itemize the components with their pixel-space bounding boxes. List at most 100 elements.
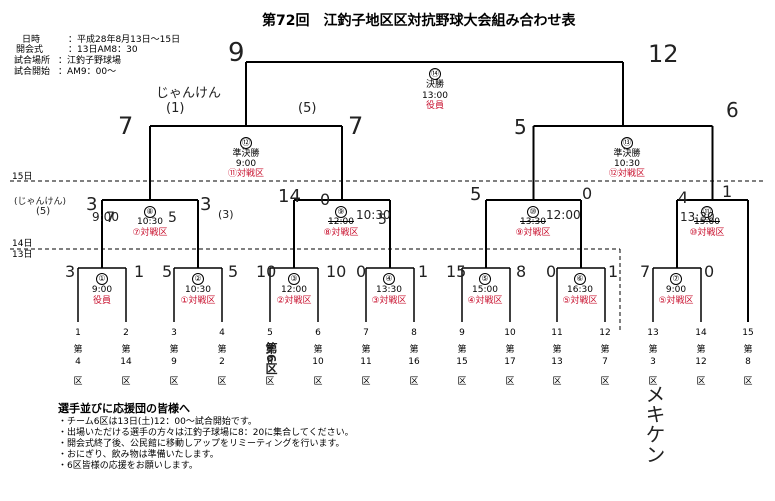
notes-title: 選手並びに応援団の皆様へ xyxy=(58,402,190,415)
team-ku: 区 xyxy=(648,377,658,387)
handwritten-time: 12:00 xyxy=(546,208,581,222)
handwritten-score: 10 xyxy=(326,262,347,281)
qf2-time: 12:00 xyxy=(328,217,354,227)
team-dai: 第 xyxy=(217,345,227,355)
info-label-start: 試合開始 xyxy=(14,67,51,77)
handwritten-score: 0 xyxy=(356,262,367,281)
r1-m5-staff: ④対戦区 xyxy=(467,296,503,306)
team-slot-number: 5 xyxy=(267,328,273,338)
handwritten-time: 13:30 xyxy=(680,210,715,224)
team-dai: 第 xyxy=(409,345,419,355)
team-ku-number: 2 xyxy=(219,357,225,367)
handwritten-score: 6 xyxy=(726,98,739,122)
note-4: ・おにぎり、飲み物は準備いたします。 xyxy=(58,450,219,460)
hand-janken-small-5: (5) xyxy=(36,206,51,217)
qf1-match-number: ⑧ xyxy=(144,206,156,218)
handwritten-score: 0 xyxy=(546,262,557,281)
team-dai: 第 xyxy=(743,345,753,355)
note-5: ・6区皆様の応援をお願いします。 xyxy=(58,461,198,471)
team-ku: 区 xyxy=(73,377,83,387)
note-1: ・チーム6区は13日(土)12：00～試合開始です。 xyxy=(58,417,257,427)
r1-m1-time: 9:00 xyxy=(91,285,113,295)
hand-janken-small: (じゃんけん) xyxy=(14,197,67,207)
handwritten-score: 1 xyxy=(608,262,619,281)
r1-m4-time: 13:30 xyxy=(376,285,402,295)
hand-three-paren: (3) xyxy=(218,208,234,221)
team-dai: 第 xyxy=(121,345,131,355)
team-dai: 第 xyxy=(600,345,610,355)
team-ku: 区 xyxy=(696,377,706,387)
team-ku-number: 17 xyxy=(504,357,516,367)
handwritten-score: 5 xyxy=(378,212,387,228)
handwritten-time: 9:00 xyxy=(92,210,119,224)
team-ku: 区 xyxy=(361,377,371,387)
team-ku-number: 9 xyxy=(171,357,177,367)
handwritten-time: 10:30 xyxy=(356,208,391,222)
team-ku: 区 xyxy=(313,377,323,387)
qf1-time: 10:30 xyxy=(137,217,163,227)
team-ku: 区 xyxy=(600,377,610,387)
team-dai: 第 xyxy=(648,345,658,355)
team-slot-number: 10 xyxy=(504,328,516,338)
team-slot-number: 3 xyxy=(171,328,177,338)
team-dai: 第 xyxy=(313,345,323,355)
team-slot-number: 6 xyxy=(315,328,321,338)
semi2-staff: ⑫対戦区 xyxy=(608,169,646,179)
team-ku-number: 7 xyxy=(602,357,608,367)
team-slot-number: 2 xyxy=(123,328,129,338)
r1-m5-time: 15:00 xyxy=(472,285,498,295)
r1-m5-number: ⑤ xyxy=(479,273,491,285)
hand-janken: じゃんけん xyxy=(156,86,222,101)
team-ku: 区 xyxy=(505,377,515,387)
qf1-staff: ⑦対戦区 xyxy=(132,228,168,238)
team-ku: 区 xyxy=(265,377,275,387)
semi2-time: 10:30 xyxy=(614,159,640,169)
semi1-staff: ⑪対戦区 xyxy=(227,169,265,179)
team-dai: 第 xyxy=(457,345,467,355)
semi1-time: 9:00 xyxy=(235,159,257,169)
r1-m6-staff: ⑤対戦区 xyxy=(562,296,598,306)
r1-m7-time: 9:00 xyxy=(665,285,687,295)
r1-m1-staff: 役員 xyxy=(92,296,112,306)
info-label-date: 日時 xyxy=(22,35,41,45)
team-ku-number: 8 xyxy=(745,357,751,367)
handwritten-score: 3 xyxy=(86,194,98,215)
note-3: ・開会式終了後、公民館に移動しアップをリミーティングを行います。 xyxy=(58,439,345,449)
qf4-match-number: ⑪ xyxy=(701,206,713,218)
handwritten-score: 3 xyxy=(200,194,212,215)
team-ku-number: 11 xyxy=(360,357,372,367)
team-slot-number: 7 xyxy=(363,328,369,338)
handwritten-score: 7 xyxy=(640,262,651,281)
team-ku: 区 xyxy=(552,377,562,387)
r1-m3-number: ③ xyxy=(288,273,300,285)
info-value-place: ：江釣子野球場 xyxy=(58,56,122,66)
handwritten-score: 5 xyxy=(168,210,177,226)
handwritten-score: 7 xyxy=(106,210,115,226)
team-ku-number: 13 xyxy=(551,357,563,367)
team-dai: 第 xyxy=(169,345,179,355)
final-name: 決勝 xyxy=(425,80,445,90)
handwritten-score: 0 xyxy=(320,190,331,209)
r1-m2-number: ② xyxy=(192,273,204,285)
team-ku-number: 3 xyxy=(650,357,656,367)
day-label-13: 13日 xyxy=(12,250,33,260)
r1-m4-number: ④ xyxy=(383,273,395,285)
r1-m7-staff: ⑤対戦区 xyxy=(658,296,694,306)
final-match-number: ⑭ xyxy=(429,68,441,80)
r1-m4-staff: ③対戦区 xyxy=(371,296,407,306)
team-dai: 第 xyxy=(73,345,83,355)
team-slot-number: 15 xyxy=(742,328,754,338)
team-dai: 第 xyxy=(505,345,515,355)
handwritten-score: 5 xyxy=(162,262,173,281)
team-ku: 区 xyxy=(217,377,227,387)
r1-m2-time: 10:30 xyxy=(185,285,211,295)
handwritten-score: 1 xyxy=(418,262,429,281)
team-ku-number: 15 xyxy=(456,357,468,367)
qf2-match-number: ⑨ xyxy=(335,206,347,218)
qf3-match-number: ⑩ xyxy=(527,206,539,218)
team-ku-number: 16 xyxy=(408,357,420,367)
team-ku: 区 xyxy=(743,377,753,387)
team-ku-number: 10 xyxy=(312,357,324,367)
handwritten-score: 15 xyxy=(446,262,467,281)
